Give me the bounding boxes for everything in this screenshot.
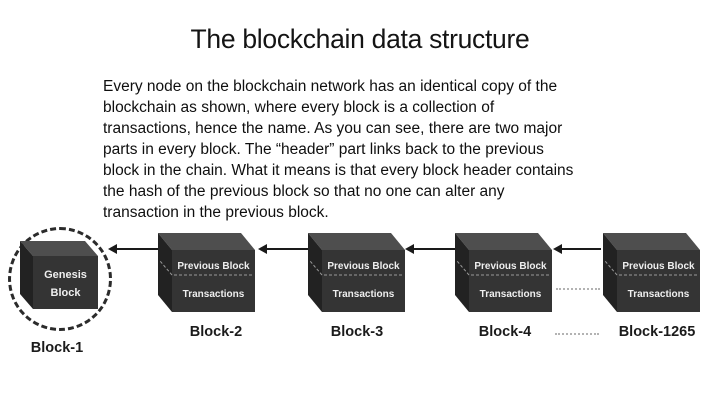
block-label-2: Block-2 xyxy=(189,324,243,340)
separator-wrap-line xyxy=(159,260,173,276)
cube-front-face xyxy=(469,250,552,312)
block-label-3: Block-3 xyxy=(330,324,384,340)
separator-wrap-line xyxy=(604,260,618,276)
arrow-left-icon xyxy=(553,244,562,254)
cube-side-face xyxy=(158,233,172,312)
cube-header-text: Previous Block xyxy=(622,261,695,272)
elided-blocks-dotted-line xyxy=(556,288,600,290)
body-text-line: transaction in the previous block. xyxy=(103,204,329,221)
cube-side-face xyxy=(308,233,322,312)
elided-blocks-dotted-line xyxy=(555,333,599,335)
separator-wrap-line xyxy=(309,260,323,276)
arrow-line xyxy=(562,247,601,251)
body-text-line: blockchain as shown, where every block i… xyxy=(103,99,495,116)
body-text-line: parts in every block. The “header” part … xyxy=(103,141,544,158)
arrow-line xyxy=(117,247,158,251)
back-link-arrow xyxy=(553,244,601,254)
cube-body-text: Transactions xyxy=(628,289,690,300)
genesis-block-cube: Genesis Block xyxy=(20,241,98,309)
body-text-line: transactions, hence the name. As you can… xyxy=(103,120,563,137)
back-link-arrow xyxy=(258,244,308,254)
cube-body-text: Transactions xyxy=(480,289,542,300)
cube-top-face xyxy=(455,233,552,250)
cube-body-text: Transactions xyxy=(333,289,395,300)
arrow-left-icon xyxy=(258,244,267,254)
cube-front-face xyxy=(172,250,255,312)
cube-top-face xyxy=(158,233,255,250)
body-text-line: block in the chain. What it means is tha… xyxy=(103,162,574,179)
cube-front-face xyxy=(617,250,700,312)
genesis-cube-line1: Genesis xyxy=(44,269,87,281)
body-text-line: Every node on the blockchain network has… xyxy=(103,78,558,95)
block-cube-3: Previous Block Transactions xyxy=(308,233,405,312)
block-cube-2: Previous Block Transactions xyxy=(158,233,255,312)
block-cube-1265: Previous Block Transactions xyxy=(603,233,700,312)
block-label-4: Block-4 xyxy=(478,324,532,340)
body-paragraph: Every node on the blockchain network has… xyxy=(103,76,573,223)
cube-header-text: Previous Block xyxy=(327,261,400,272)
arrow-line xyxy=(267,247,308,251)
genesis-dashed-circle xyxy=(8,227,112,331)
page-title: The blockchain data structure xyxy=(190,24,530,54)
genesis-cube-line2: Block xyxy=(51,287,82,299)
cube-header-text: Previous Block xyxy=(474,261,547,272)
cube-top-face xyxy=(308,233,405,250)
block-label-1265: Block-1265 xyxy=(618,324,696,340)
block-cube-4: Previous Block Transactions xyxy=(455,233,552,312)
block-label-1: Block-1 xyxy=(30,340,84,356)
arrow-left-icon xyxy=(405,244,414,254)
arrow-left-icon xyxy=(108,244,117,254)
cube-front-face xyxy=(33,256,98,309)
cube-body-text: Transactions xyxy=(183,289,245,300)
cube-side-face xyxy=(603,233,617,312)
cube-top-face xyxy=(20,241,98,256)
cube-header-text: Previous Block xyxy=(177,261,250,272)
cube-side-face xyxy=(455,233,469,312)
back-link-arrow xyxy=(108,244,158,254)
separator-wrap-line xyxy=(456,260,470,276)
cube-side-face xyxy=(20,241,33,309)
cube-front-face xyxy=(322,250,405,312)
arrow-line xyxy=(414,247,455,251)
body-text-line: the hash of the previous block so that n… xyxy=(103,183,505,200)
back-link-arrow xyxy=(405,244,455,254)
cube-top-face xyxy=(603,233,700,250)
